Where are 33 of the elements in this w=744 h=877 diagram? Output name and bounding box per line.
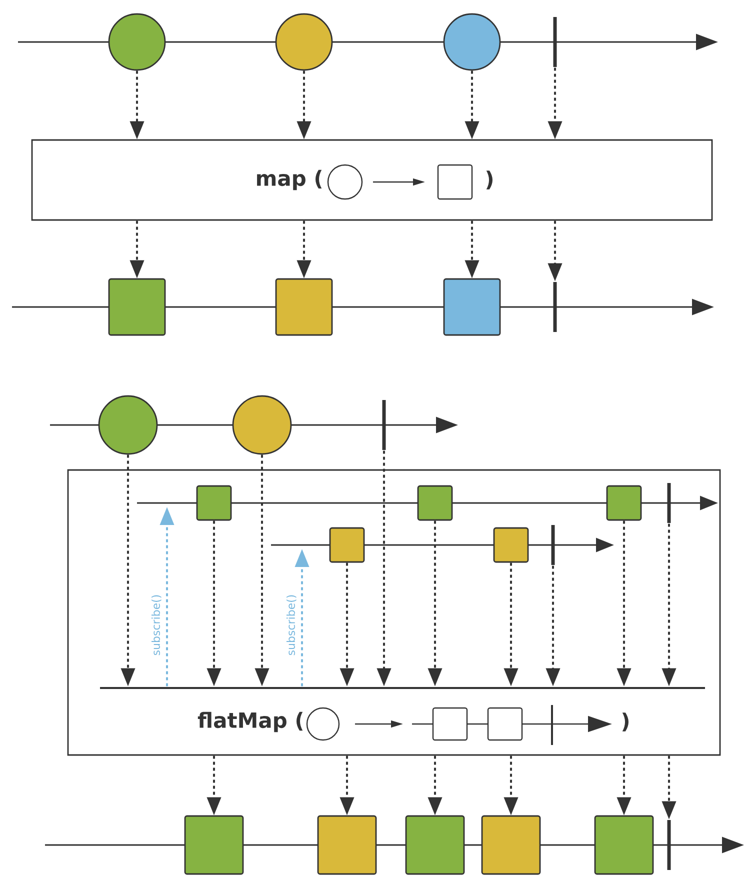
marble-square — [493, 527, 529, 563]
operator-box — [31, 139, 713, 221]
operator-label: map ( — [257, 170, 322, 190]
marble-square — [481, 815, 541, 875]
marble-circle — [443, 13, 501, 71]
edge-label: subscribe() — [152, 595, 162, 656]
marble-square — [317, 815, 377, 875]
operator-box — [67, 469, 721, 756]
marble-square — [196, 485, 232, 521]
marble-square — [417, 485, 453, 521]
completion-bar — [382, 400, 386, 450]
marble-square — [108, 278, 166, 336]
completion-bar — [553, 282, 557, 332]
operator-label: flatMap ( — [198, 712, 303, 732]
completion-bar — [553, 17, 557, 67]
marble-circle — [232, 395, 292, 455]
completion-bar — [667, 483, 671, 523]
marble-square — [184, 815, 244, 875]
completion-bar — [667, 820, 671, 870]
marble-circle — [98, 395, 158, 455]
marble-square — [594, 815, 654, 875]
marble-square — [405, 815, 465, 875]
edge-label: subscribe() — [286, 595, 296, 656]
marble-square — [275, 278, 333, 336]
marble-square — [443, 278, 501, 336]
operator-label: ) — [486, 170, 492, 190]
operator-label: ) — [622, 712, 628, 732]
marble-circle — [108, 13, 166, 71]
completion-bar — [551, 525, 555, 565]
marble-circle — [275, 13, 333, 71]
marble-square — [329, 527, 365, 563]
marble-square — [606, 485, 642, 521]
merge-line — [100, 687, 705, 689]
